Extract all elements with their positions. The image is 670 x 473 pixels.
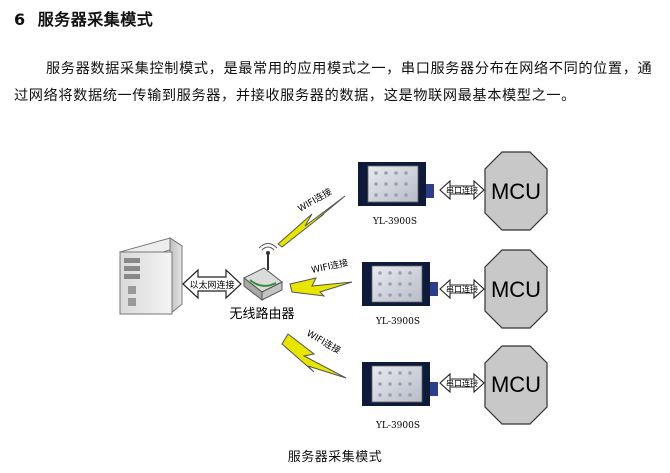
ethernet-label: 以太网连接 <box>189 279 234 291</box>
module-label-2: YL-3900S <box>375 317 420 327</box>
wifi-bolt-bottom <box>281 333 347 379</box>
wifi-bolt-middle <box>289 277 353 297</box>
serial-label-2: 串口连接 <box>446 284 478 294</box>
wifi-module-3 <box>362 362 438 406</box>
wifi-label-middle: WIFI连接 <box>310 256 349 276</box>
mcu-label-2: MCU <box>491 277 541 302</box>
body-paragraph: 服务器数据采集控制模式，是最常用的应用模式之一，串口服务器分布在网络不同的位置，… <box>14 61 653 104</box>
router-icon <box>243 243 283 302</box>
serial-label-1: 串口连接 <box>446 185 478 195</box>
wifi-module-2 <box>362 262 438 306</box>
serial-arrow-3: 串口连接 <box>439 372 485 394</box>
mcu-block-3: MCU <box>484 345 548 425</box>
mcu-label-3: MCU <box>491 372 541 397</box>
wifi-module-1 <box>358 162 434 206</box>
mcu-label-1: MCU <box>491 179 541 204</box>
mcu-block-1: MCU <box>484 151 548 231</box>
wifi-bolt-top <box>277 195 346 248</box>
section-heading: 6 服务器采集模式 <box>14 6 153 30</box>
router-label: 无线路由器 <box>229 306 294 322</box>
serial-arrow-1: 串口连接 <box>439 179 485 201</box>
section-title: 服务器采集模式 <box>37 10 154 29</box>
module-label-1: YL-3900S <box>372 217 417 227</box>
module-label-3: YL-3900S <box>375 421 420 431</box>
section-number: 6 <box>14 10 26 29</box>
figure-caption: 服务器采集模式 <box>287 450 383 465</box>
ethernet-arrow: 以太网连接 <box>182 268 242 300</box>
mcu-block-2: MCU <box>484 249 548 329</box>
serial-label-3: 串口连接 <box>446 378 478 388</box>
serial-arrow-2: 串口连接 <box>439 278 485 300</box>
server-icon <box>118 237 184 316</box>
